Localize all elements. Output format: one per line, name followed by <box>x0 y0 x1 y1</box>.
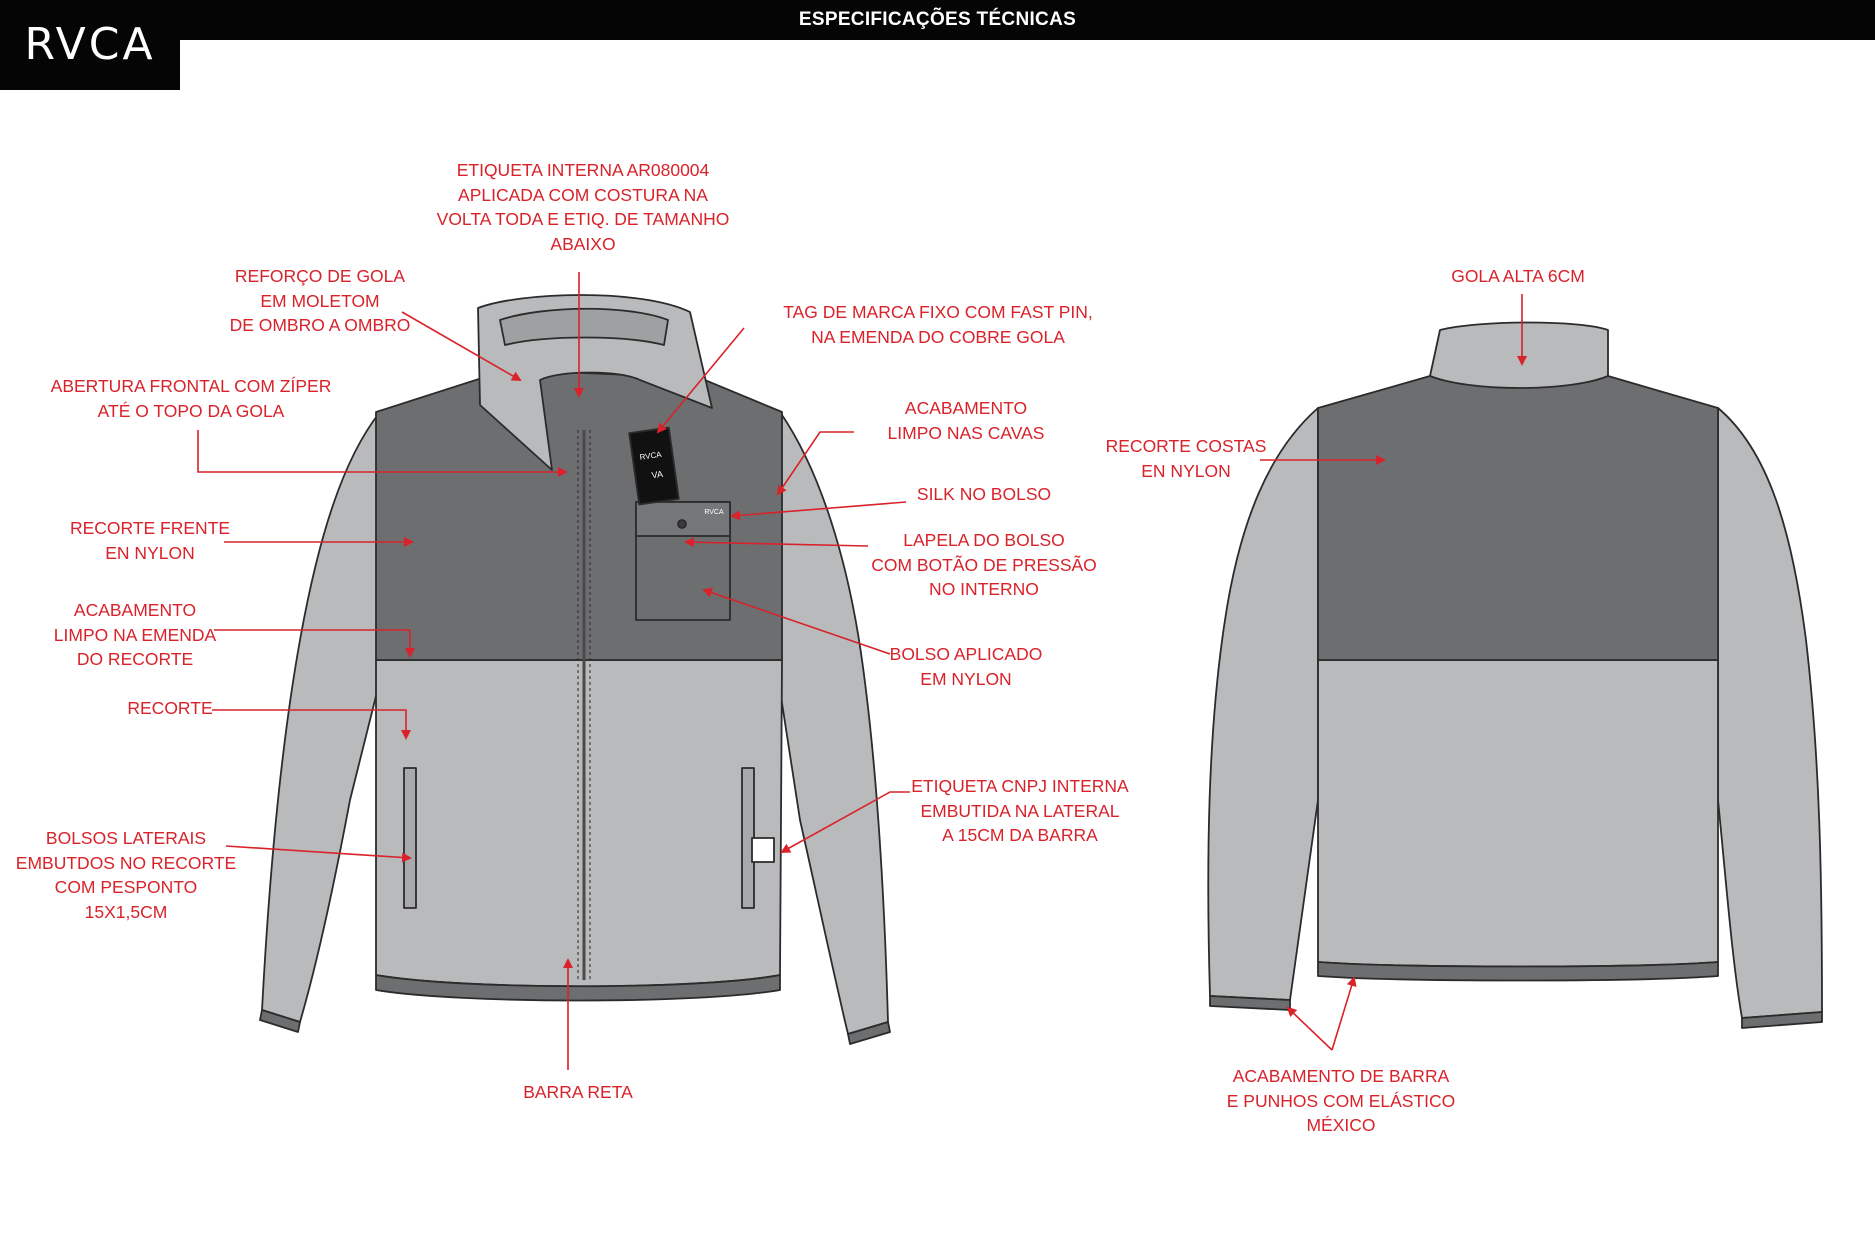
back-jacket <box>1207 321 1823 1029</box>
brand-logo-text: RVCA <box>24 19 156 70</box>
annotation-lapela-bolso: LAPELA DO BOLSO COM BOTÃO DE PRESSÃO NO … <box>871 530 1097 599</box>
front-lower-body <box>375 659 783 988</box>
page-title: ESPECIFICAÇÕES TÉCNICAS <box>798 9 1077 30</box>
arrow <box>212 709 411 740</box>
annotation-bolso-aplicado: BOLSO APLICADO EM NYLON <box>889 644 1043 689</box>
arrow <box>730 501 907 521</box>
arrow <box>1331 976 1357 1051</box>
header-bar <box>0 0 1875 40</box>
arrow <box>1286 1006 1333 1051</box>
annotation-recorte-frente: RECORTE FRENTE EN NYLON <box>69 518 231 563</box>
arrow <box>780 791 910 853</box>
cnpj-label <box>751 837 775 863</box>
annotation-arrows <box>197 272 1527 1070</box>
arrow <box>225 845 412 863</box>
annotation-etiqueta-interna: ETIQUETA INTERNA AR080004 APLICADA COM C… <box>436 160 730 254</box>
arrow <box>656 327 745 434</box>
annotation-etiqueta-cnpj: ETIQUETA CNPJ INTERNA EMBUTIDA NA LATERA… <box>911 776 1129 845</box>
back-collar <box>1429 321 1609 389</box>
front-right-cuff <box>847 1021 891 1045</box>
back-hem-band <box>1317 961 1719 982</box>
annotation-gola-alta: GOLA ALTA 6CM <box>1451 266 1585 286</box>
front-collar-inner <box>499 307 669 346</box>
front-jacket <box>259 294 891 1045</box>
annotation-abertura-frontal: ABERTURA FRONTAL COM ZÍPER ATÉ O TOPO DA… <box>50 376 332 421</box>
annotation-recorte: RECORTE <box>127 698 213 718</box>
front-left-sleeve <box>261 411 381 1023</box>
arrow <box>702 587 891 655</box>
left-side-pocket <box>403 767 417 909</box>
hang-tag-brand: RVCA <box>639 450 663 462</box>
front-left-cuff <box>259 1009 301 1033</box>
arrow <box>214 629 415 658</box>
annotation-bolsos-laterais: BOLSOS LATERAIS EMBUTDOS NO RECORTE COM … <box>15 828 237 922</box>
arrow <box>776 431 854 496</box>
arrow <box>401 311 522 381</box>
annotation-recorte-costas: RECORTE COSTAS EN NYLON <box>1105 436 1267 481</box>
front-hem-band <box>375 974 781 1002</box>
arrow <box>684 537 869 548</box>
back-right-cuff <box>1741 1011 1823 1029</box>
annotation-silk-bolso: SILK NO BOLSO <box>916 484 1052 504</box>
annotation-barra-reta: BARRA RETA <box>523 1082 633 1102</box>
annotation-acabamento-barra: ACABAMENTO DE BARRA E PUNHOS COM ELÁSTIC… <box>1226 1066 1456 1135</box>
back-left-sleeve <box>1207 407 1319 1001</box>
back-right-sleeve <box>1717 407 1823 1019</box>
hang-tag <box>628 426 680 506</box>
pocket-silk: RVCA <box>704 509 724 516</box>
back-lower-body <box>1317 659 1719 968</box>
annotation-acabamento-cavas: ACABAMENTO LIMPO NAS CAVAS <box>887 398 1045 443</box>
back-yoke-nylon <box>1317 375 1719 661</box>
chest-pocket-flap <box>635 501 731 537</box>
annotation-tag-marca: TAG DE MARCA FIXO COM FAST PIN, NA EMEND… <box>783 302 1093 347</box>
front-right-sleeve <box>779 411 889 1035</box>
hang-tag-mark: VA <box>651 469 664 480</box>
annotation-acabamento-emenda: ACABAMENTO LIMPO NA EMENDA DO RECORTE <box>53 600 217 669</box>
snap-button <box>677 519 687 529</box>
annotation-reforco-gola: REFORÇO DE GOLA EM MOLETOM DE OMBRO A OM… <box>229 266 411 335</box>
brand-logo: RVCA <box>0 0 180 90</box>
arrow <box>197 430 568 477</box>
